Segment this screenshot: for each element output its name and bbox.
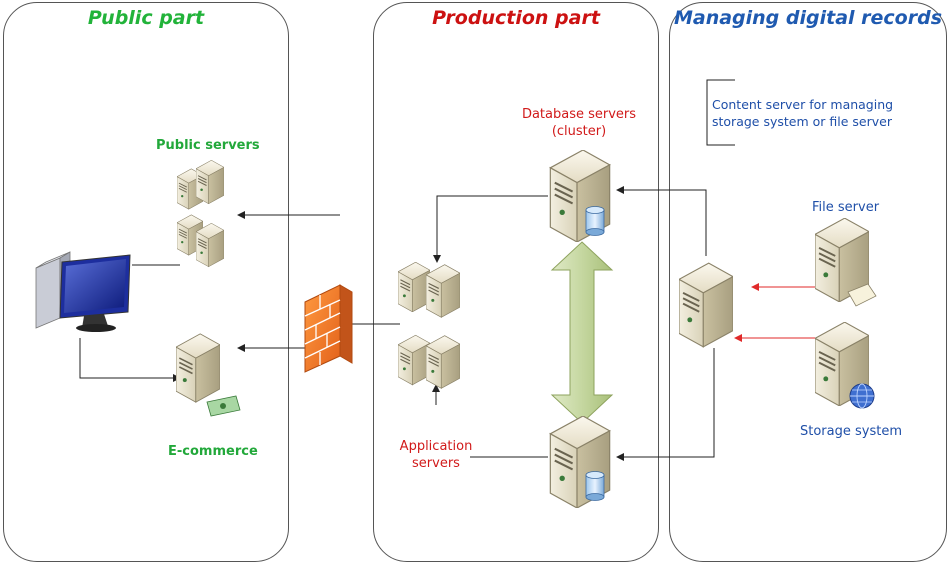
database-servers-label: Database servers (cluster)	[504, 106, 654, 140]
globe-icon	[849, 383, 875, 409]
database-cylinder-icon	[585, 471, 605, 501]
application-servers-label-line1: Application	[399, 439, 473, 454]
database-servers-label-line1: Database servers	[521, 107, 637, 122]
content-server-icon	[679, 262, 733, 348]
ecommerce-server-icon	[176, 333, 241, 417]
application-servers-label-line2: servers	[412, 456, 460, 471]
connectors	[79, 79, 735, 461]
content-server-label-line2: storage system or file server	[712, 114, 892, 129]
file-server-label: File server	[812, 200, 880, 215]
public-servers-icon	[177, 160, 224, 268]
content-label-bracket	[706, 79, 735, 146]
database-server-bottom-icon	[549, 416, 611, 508]
workstation-to-ecommerce-arrow	[79, 338, 181, 382]
database-server-top-icon	[549, 150, 611, 242]
database-servers-label-line2: (cluster)	[551, 124, 607, 139]
ecommerce-label: E-commerce	[168, 444, 258, 459]
red-connectors	[734, 283, 815, 342]
workstation-icon	[35, 251, 131, 332]
content-to-db-bottom-arrow	[616, 348, 715, 461]
storage-system-icon	[815, 322, 875, 409]
architecture-diagram	[35, 79, 877, 508]
content-server-label: Content server for managing storage syst…	[712, 96, 893, 130]
storage-system-label: Storage system	[800, 424, 902, 439]
database-cylinder-icon	[585, 206, 605, 236]
folder-icon	[847, 283, 877, 307]
db-to-app-arrow	[433, 195, 548, 263]
application-servers-icon	[398, 262, 460, 389]
public-servers-label: Public servers	[156, 138, 260, 153]
money-icon	[206, 395, 241, 417]
content-server-label-line1: Content server for managing	[712, 97, 894, 112]
production-part-title: Production part	[432, 7, 600, 29]
application-servers-label: Application servers	[384, 438, 488, 472]
content-to-db-top-arrow	[616, 186, 707, 256]
firewall-icon	[304, 284, 353, 373]
public-part-title: Public part	[87, 7, 205, 29]
file-server-icon	[815, 218, 877, 307]
managing-records-title: Managing digital records	[673, 7, 943, 29]
replication-double-arrow	[550, 241, 614, 424]
